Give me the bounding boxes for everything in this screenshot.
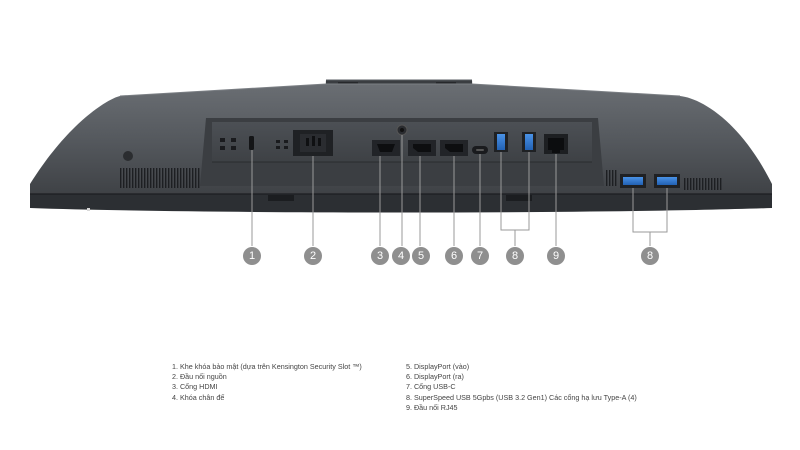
monitor-rear-view: 1 2 3 4 5 6 7 8 9 8	[30, 79, 772, 265]
svg-text:9: 9	[553, 250, 559, 262]
legend-item: 9. Đầu nối RJ45	[406, 402, 458, 412]
usb-a-side-ports-icon	[620, 174, 680, 188]
callout-3: 3	[371, 247, 389, 265]
legend-item: 3. Cổng HDMI	[172, 382, 218, 392]
callout-5: 5	[412, 247, 430, 265]
vent-grille-right2-icon	[606, 170, 618, 186]
status-led-icon	[87, 208, 90, 211]
callout-2: 2	[304, 247, 322, 265]
callout-6: 6	[445, 247, 463, 265]
displayport-out-icon	[440, 140, 468, 156]
usb-c-port-icon	[472, 146, 488, 154]
kensington-slot	[220, 136, 254, 150]
callout-1: 1	[243, 247, 261, 265]
svg-text:8: 8	[647, 250, 653, 262]
callout-8-panel: 8	[506, 247, 524, 265]
bezel-clip-icon	[506, 195, 532, 201]
svg-text:1: 1	[249, 250, 255, 262]
svg-text:6: 6	[451, 250, 457, 262]
bezel-clip-icon	[268, 195, 294, 201]
callout-4: 4	[392, 247, 410, 265]
legend-item: 2. Đầu nối nguồn	[172, 372, 227, 382]
callout-9: 9	[547, 247, 565, 265]
rear-button-icon	[123, 151, 133, 161]
rj45-port-icon	[544, 134, 568, 154]
leader-lines	[251, 135, 668, 246]
legend-right: 5. DisplayPort (vào) 6. DisplayPort (ra)…	[406, 362, 637, 413]
power-socket-icon	[276, 130, 333, 156]
displayport-in-icon	[408, 140, 436, 156]
legend-item: 7. Cổng USB-C	[406, 382, 456, 392]
svg-text:5: 5	[418, 250, 424, 262]
legend-left: 1. Khe khóa bảo mật (dựa trên Kensington…	[172, 362, 362, 403]
legend-item: 6. DisplayPort (ra)	[406, 372, 464, 382]
legend-item: 4. Khóa chân đế	[172, 392, 225, 402]
svg-text:8: 8	[512, 250, 518, 262]
vent-grille-left-icon	[120, 168, 200, 188]
usb-a-panel-ports-icon	[494, 132, 536, 152]
vent-grille-right-icon	[684, 178, 722, 190]
callout-7: 7	[471, 247, 489, 265]
hdmi-port-icon	[372, 140, 400, 156]
legend-item: 8. SuperSpeed USB 5Gpbs (USB 3.2 Gen1) C…	[406, 392, 637, 402]
stand-lock-icon	[396, 124, 408, 136]
svg-text:2: 2	[310, 250, 316, 262]
callout-8-side: 8	[641, 247, 659, 265]
legend-item: 1. Khe khóa bảo mật (dựa trên Kensington…	[172, 362, 362, 371]
svg-text:3: 3	[377, 250, 383, 262]
svg-text:4: 4	[398, 250, 404, 262]
svg-text:7: 7	[477, 250, 483, 262]
callouts: 1 2 3 4 5 6 7 8 9 8	[243, 247, 659, 265]
legend-item: 5. DisplayPort (vào)	[406, 362, 470, 371]
